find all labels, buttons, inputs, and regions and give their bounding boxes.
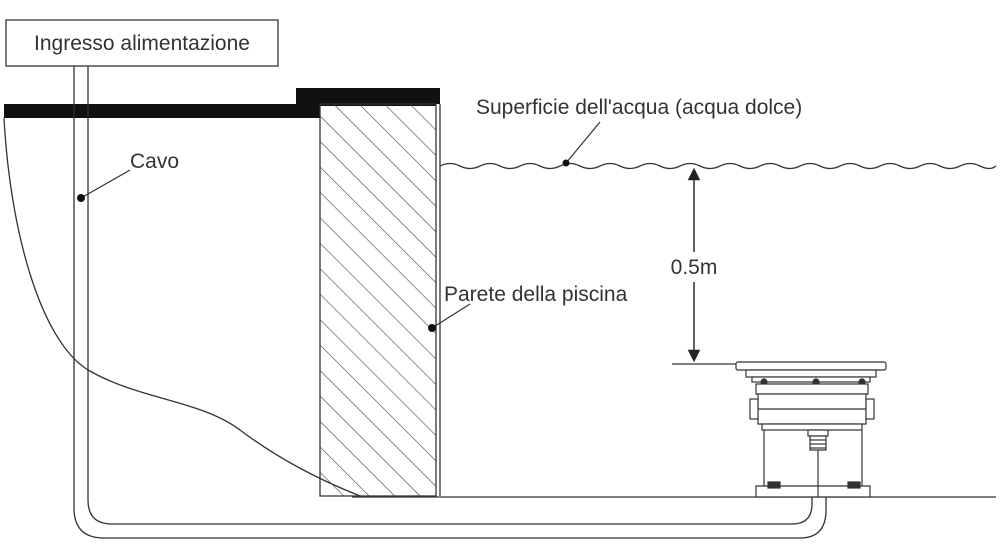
water-surface-leader-line [565, 121, 601, 164]
cable-label: Cavo [130, 150, 179, 173]
pool-deck-coping [4, 88, 440, 118]
cable-leader-line [80, 169, 131, 199]
water-surface-label: Superficie dell'acqua (acqua dolce) [476, 96, 802, 119]
pool-wall [319, 103, 437, 497]
power-input-label: Ingresso alimentazione [34, 32, 250, 55]
ground-curve [3, 117, 361, 497]
depth-label: 0.5m [671, 256, 718, 279]
power-input-box [5, 19, 279, 67]
pool-wall-leader-dot [428, 324, 436, 332]
pool-wall-leader-line [431, 303, 471, 329]
depth-label-bg [660, 252, 728, 282]
underwater-light-fixture [735, 361, 887, 498]
water-surface-leader-dot [562, 159, 570, 167]
water-surface-line [439, 162, 997, 170]
cable-conduit-inner [87, 66, 813, 525]
cable-conduit-outer [73, 66, 827, 539]
cable-leader-dot [77, 194, 85, 202]
pool-wall-label: Parete della piscina [444, 283, 628, 306]
